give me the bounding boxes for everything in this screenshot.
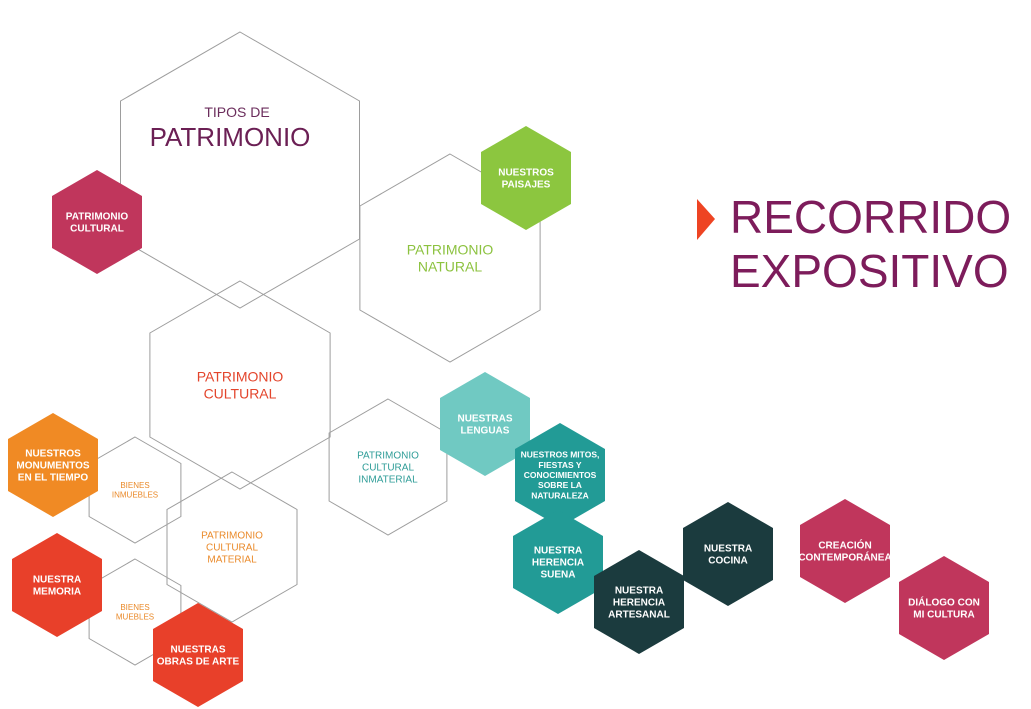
patrimonio-cultural-material-label-line: CULTURAL xyxy=(206,543,258,554)
patrimonio-cultural-badge-shape[interactable] xyxy=(52,170,142,274)
heading-line-1: RECORRIDO xyxy=(730,191,1011,243)
bienes-muebles-label-line: BIENES xyxy=(120,603,149,612)
nuestra-cocina-shape[interactable] xyxy=(683,502,773,606)
patrimonio-cultural-badge-label-line: CULTURAL xyxy=(70,224,124,235)
nuestra-herencia-suena-label-line: SUENA xyxy=(540,570,575,581)
title-main: PATRIMONIO xyxy=(150,122,311,152)
nuestras-lenguas-shape[interactable] xyxy=(440,372,530,476)
dialogo-con-mi-cultura-label-line: DIÁLOGO CON xyxy=(908,596,980,609)
nuestra-memoria-shape[interactable] xyxy=(12,533,102,637)
nuestros-monumentos-label-line: EN EL TIEMPO xyxy=(18,473,89,484)
patrimonio-cultural-badge-label-line: PATRIMONIO xyxy=(66,212,129,223)
patrimonio-cultural-label-line: CULTURAL xyxy=(204,385,277,401)
creacion-contemporanea-shape[interactable] xyxy=(800,499,890,603)
nuestros-paisajes-label-line: NUESTROS xyxy=(498,168,554,179)
nuestros-mitos-label-line: FIESTAS Y xyxy=(538,460,581,470)
dialogo-con-mi-cultura-shape[interactable] xyxy=(899,556,989,660)
nuestra-herencia-artesanal-label-line: ARTESANAL xyxy=(608,610,670,621)
bienes-muebles-label-line: MUEBLES xyxy=(116,613,154,622)
nuestra-herencia-suena-shape[interactable] xyxy=(513,510,603,614)
nuestra-cocina-label-line: COCINA xyxy=(708,556,747,567)
nuestras-lenguas-label-line: NUESTRAS xyxy=(457,414,512,425)
nuestros-mitos-label-line: CONOCIMIENTOS xyxy=(524,470,597,480)
nuestra-herencia-artesanal-label-line: NUESTRA xyxy=(615,586,663,597)
nuestros-mitos-label-line: SOBRE LA xyxy=(538,480,582,490)
nuestra-herencia-suena-label-line: NUESTRA xyxy=(534,546,582,557)
creacion-contemporanea-label-line: CONTEMPORÁNEA xyxy=(798,551,891,564)
nuestras-lenguas-label-line: LENGUAS xyxy=(461,426,510,437)
patrimonio-cultural-inmaterial-label-line: INMATERIAL xyxy=(358,475,418,486)
nuestras-obras-de-arte-label-line: OBRAS DE ARTE xyxy=(157,657,240,668)
patrimonio-cultural-material-label-line: MATERIAL xyxy=(207,555,257,566)
nuestra-memoria-label-line: NUESTRA xyxy=(33,575,81,586)
patrimonio-cultural-material-label-line: PATRIMONIO xyxy=(201,531,263,542)
creacion-contemporanea-label-line: CREACIÓN xyxy=(818,539,871,552)
tipos-de-patrimonio-outline xyxy=(120,31,360,309)
tipos-de-patrimonio-hexagon xyxy=(120,31,360,309)
nuestros-paisajes-label-line: PAISAJES xyxy=(502,180,551,191)
nuestra-herencia-artesanal-label-line: HERENCIA xyxy=(613,598,665,609)
solid-hexagon-layer: PATRIMONIOCULTURALNUESTROSPAISAJESNUESTR… xyxy=(8,126,989,707)
nuestra-memoria-label-line: MEMORIA xyxy=(33,587,81,598)
bienes-inmuebles-label-line: INMUEBLES xyxy=(112,491,158,500)
nuestros-mitos-label-line: NATURALEZA xyxy=(531,490,588,500)
nuestros-monumentos-label-line: MONUMENTOS xyxy=(16,461,89,472)
bienes-inmuebles-label-line: BIENES xyxy=(120,481,149,490)
patrimonio-cultural-material-outline xyxy=(166,471,298,623)
nuestra-cocina-label-line: NUESTRA xyxy=(704,544,752,555)
patrimonio-cultural-inmaterial-label-line: PATRIMONIO xyxy=(357,451,419,462)
nuestras-obras-de-arte-label-line: NUESTRAS xyxy=(170,645,225,656)
heading-line-2: EXPOSITIVO xyxy=(730,245,1009,297)
outline-hexagon-layer: PATRIMONIONATURALPATRIMONIOCULTURALPATRI… xyxy=(88,31,541,666)
nuestras-obras-de-arte-shape[interactable] xyxy=(153,603,243,707)
patrimonio-natural-label-line: PATRIMONIO xyxy=(407,242,494,258)
nuestros-monumentos-label-line: NUESTROS xyxy=(25,449,81,460)
patrimonio-cultural-label-line: PATRIMONIO xyxy=(197,369,284,385)
nuestra-herencia-artesanal-shape[interactable] xyxy=(594,550,684,654)
heading-arrow-icon xyxy=(697,199,715,240)
dialogo-con-mi-cultura-label-line: MI CULTURA xyxy=(913,610,974,621)
nuestros-monumentos-shape[interactable] xyxy=(8,413,98,517)
title-prefix: TIPOS DE xyxy=(204,104,269,120)
nuestros-paisajes-shape[interactable] xyxy=(481,126,571,230)
nuestros-mitos-hexagon[interactable]: NUESTROS MITOS,FIESTAS YCONOCIMIENTOSSOB… xyxy=(515,423,605,527)
patrimonio-cultural-outline xyxy=(149,280,331,490)
nuestros-mitos-label-line: NUESTROS MITOS, xyxy=(521,450,600,460)
nuestra-herencia-suena-label-line: HERENCIA xyxy=(532,558,584,569)
nuestros-mitos-shape[interactable] xyxy=(515,423,605,527)
patrimonio-natural-label-line: NATURAL xyxy=(418,258,483,274)
patrimonio-cultural-inmaterial-label-line: CULTURAL xyxy=(362,463,414,474)
